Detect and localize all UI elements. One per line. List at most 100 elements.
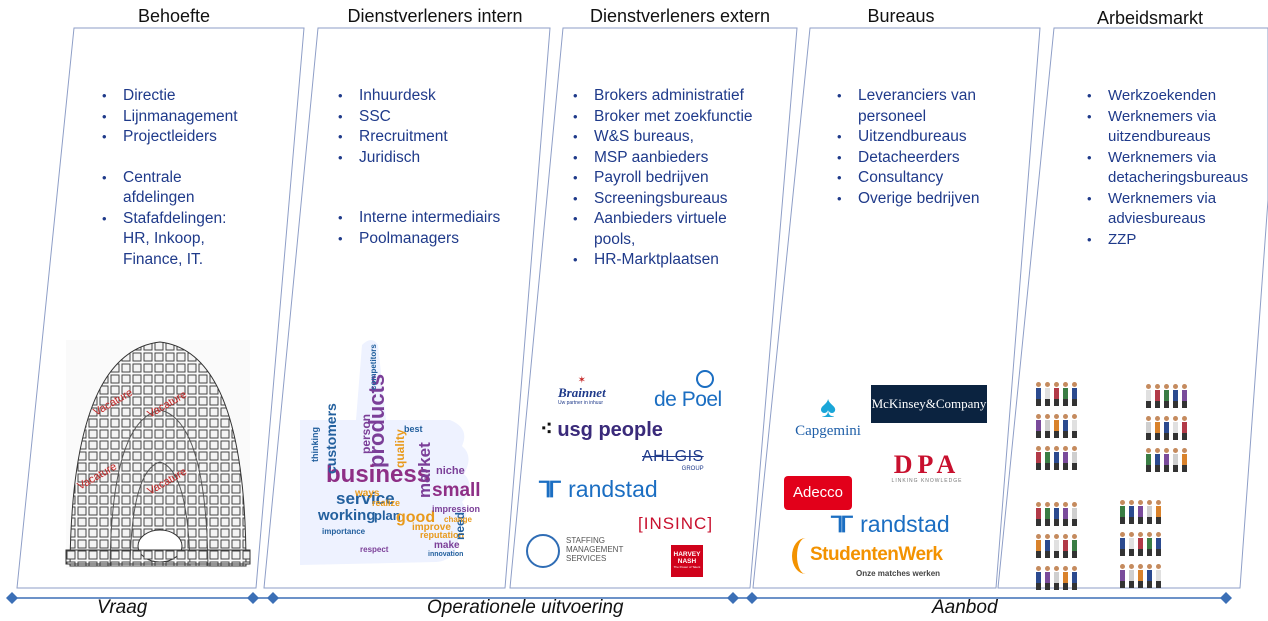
axis-marker xyxy=(247,592,259,604)
person-figure xyxy=(1063,446,1068,470)
column-title-behoefte: Behoefte xyxy=(137,6,211,26)
person-figure xyxy=(1173,448,1178,472)
person-figure xyxy=(1054,502,1059,526)
person-figure xyxy=(1045,502,1050,526)
word-cloud-word: niche xyxy=(436,465,465,477)
word-cloud-word: service xyxy=(336,489,395,508)
word-cloud-word: business xyxy=(326,461,430,488)
logo-adecco: Adecco xyxy=(784,476,852,510)
person-figure xyxy=(1072,382,1077,406)
word-cloud-word: innovation xyxy=(428,551,463,558)
list-item: Poolmanagers xyxy=(338,229,559,250)
list-item: Inhuurdesk xyxy=(338,86,559,107)
staffing-ring-icon xyxy=(526,534,560,568)
list-item: Brokers administratief xyxy=(573,86,799,107)
person-figure xyxy=(1164,416,1169,440)
person-figure xyxy=(1147,564,1152,588)
axis-marker xyxy=(6,592,18,604)
person-figure xyxy=(1120,564,1125,588)
list-item: Rrecruitment xyxy=(338,127,559,148)
logo-mckinsey: McKinsey&Company xyxy=(871,385,987,423)
list-item: Broker met zoekfunctie xyxy=(573,107,799,128)
person-figure xyxy=(1036,502,1041,526)
word-cloud-word: good xyxy=(396,509,435,526)
logo-usg-text: usg people xyxy=(557,419,663,441)
person-figure xyxy=(1164,384,1169,408)
people-group xyxy=(1146,384,1226,480)
frame-dienstverleners-extern xyxy=(509,27,798,589)
people-group xyxy=(1036,502,1116,598)
randstad-mark-icon: ᒣᒥ xyxy=(830,512,853,537)
logo-mckinsey-text: McKinsey&Company xyxy=(871,396,987,411)
capgemini-spade-icon: ♠ xyxy=(820,391,836,424)
list-item: Detacheerders xyxy=(837,148,1028,169)
person-figure xyxy=(1156,532,1161,556)
person-figure xyxy=(1155,384,1160,408)
frame-bureaus xyxy=(752,27,1041,589)
person-figure xyxy=(1063,414,1068,438)
person-figure xyxy=(1182,384,1187,408)
logo-de-poel: de Poel xyxy=(654,370,722,412)
person-figure xyxy=(1063,382,1068,406)
list-item: ZZP xyxy=(1087,230,1268,251)
person-figure xyxy=(1063,502,1068,526)
logo-insinc-text: [INSINC] xyxy=(638,514,714,533)
person-figure xyxy=(1072,566,1077,590)
de-poel-swirl-icon xyxy=(696,370,714,388)
person-figure xyxy=(1063,566,1068,590)
list-item: W&S bureaus, xyxy=(573,127,799,148)
person-figure xyxy=(1138,564,1143,588)
logo-harvey-nash: HARVEY NASH The Power of Talent xyxy=(671,545,703,577)
person-figure xyxy=(1036,566,1041,590)
logo-harvey-nash-tagline: The Power of Talent xyxy=(673,565,701,569)
list-item: Screeningsbureaus xyxy=(573,189,799,210)
axis-label-vraag: Vraag xyxy=(97,597,148,618)
person-figure xyxy=(1129,500,1134,524)
list-item: Werknemers via uitzendbureaus xyxy=(1087,107,1238,148)
person-figure xyxy=(1155,448,1160,472)
person-figure xyxy=(1146,416,1151,440)
word-cloud-word: best xyxy=(404,424,423,434)
list-item: Directie xyxy=(102,86,288,107)
word-cloud-word: working xyxy=(317,507,376,524)
logo-studentenwerk-text: StudentenWerk xyxy=(810,544,943,565)
word-cloud-word: products xyxy=(364,374,389,468)
person-figure xyxy=(1045,534,1050,558)
word-cloud-word: plan xyxy=(374,508,401,523)
person-figure xyxy=(1045,382,1050,406)
column-title-dienstverleners-extern: Dienstverleners extern xyxy=(589,6,771,26)
person-figure xyxy=(1138,500,1143,524)
person-figure xyxy=(1147,532,1152,556)
person-figure xyxy=(1045,414,1050,438)
person-figure xyxy=(1147,500,1152,524)
person-figure xyxy=(1182,416,1187,440)
axis-markers xyxy=(6,592,1232,604)
thumbs-up-word-cloud: products business customers service mark… xyxy=(300,340,481,565)
person-figure xyxy=(1146,448,1151,472)
word-cloud-word: market xyxy=(415,442,434,498)
list-arbeidsmarkt: Werkzoekenden Werknemers via uitzendbure… xyxy=(1086,86,1268,250)
axis-label-aanbod: Aanbod xyxy=(932,597,998,618)
word-cloud-word: realize xyxy=(372,498,400,508)
logo-brainnet-tagline: Uw partner in inhuur xyxy=(558,400,604,406)
list-item: Uitzendbureaus xyxy=(837,127,1028,148)
logo-dpa-text: DPA xyxy=(893,450,961,479)
list-item: HR-Marktplaatsen xyxy=(573,250,799,271)
person-figure xyxy=(1155,416,1160,440)
word-cloud-word: quality xyxy=(393,429,407,468)
word-cloud-word: reputation xyxy=(420,530,464,540)
column-title-dienstverleners-intern: Dienstverleners intern xyxy=(347,6,523,26)
list-item: Aanbieders virtuele pools, xyxy=(573,209,754,250)
word-cloud-word: impression xyxy=(432,504,480,514)
list-item: Lijnmanagement xyxy=(102,107,288,128)
word-cloud-word: change xyxy=(444,515,473,524)
word-cloud-word: need xyxy=(453,512,467,540)
usg-dots-icon: ⁖ xyxy=(540,416,553,441)
list-bureaus: Leveranciers van personeel Uitzendbureau… xyxy=(836,86,1028,209)
logo-insinc: [INSINC] xyxy=(638,514,713,534)
person-figure xyxy=(1164,448,1169,472)
list-dienstverleners-intern: Inhuurdesk SSC Rrecruitment Juridisch In… xyxy=(337,86,559,249)
list-item: SSC xyxy=(338,107,559,128)
word-cloud-word: thinking xyxy=(310,427,320,462)
auditorium-image: Vacature Vacature Vacature Vacature xyxy=(65,340,251,568)
